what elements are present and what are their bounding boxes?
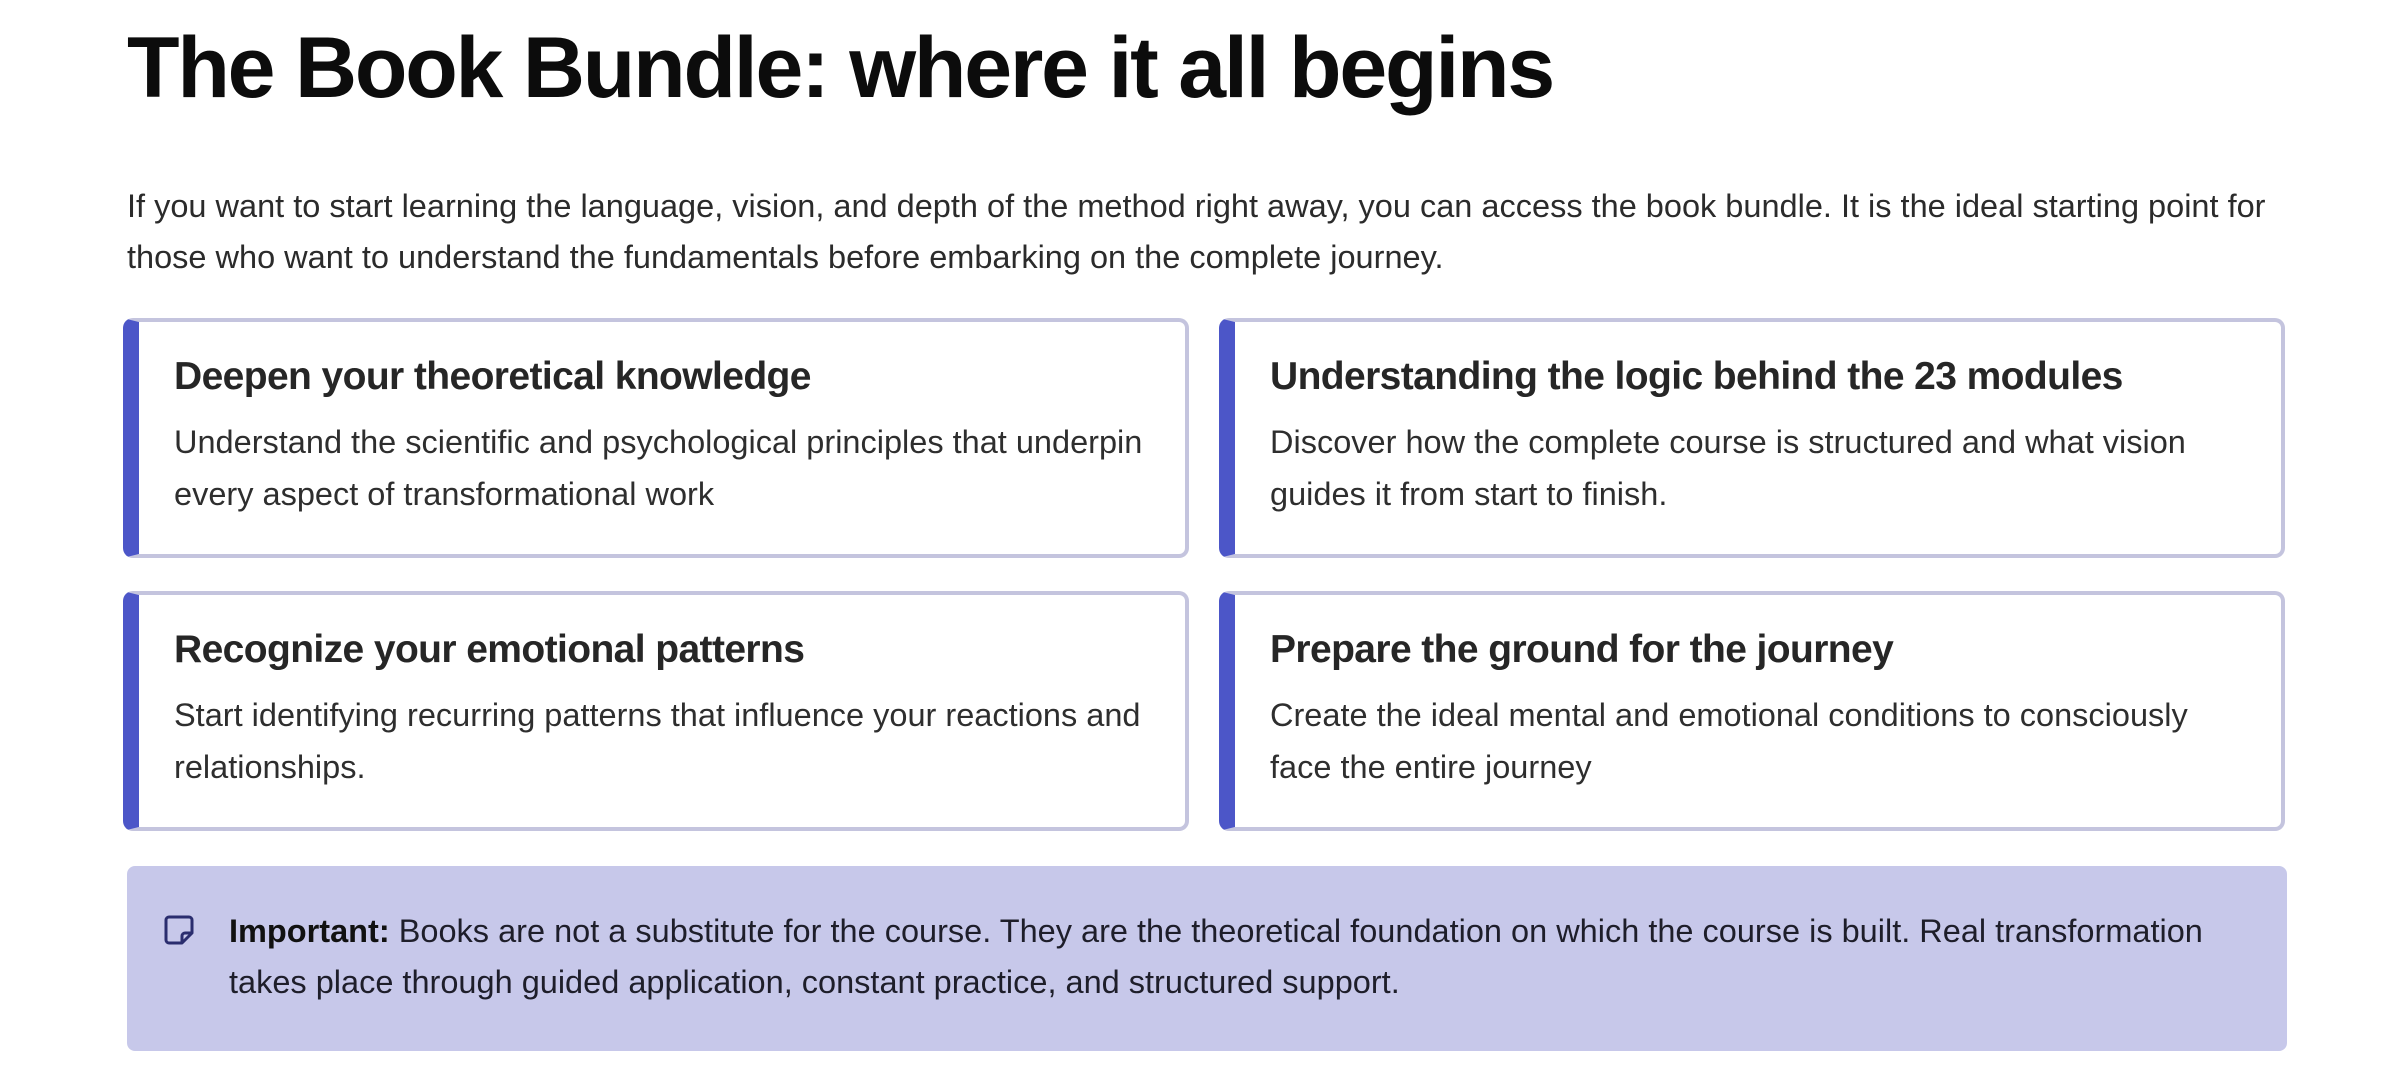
card-description: Discover how the complete course is stru… — [1270, 424, 2186, 512]
benefit-card-module-logic: Understanding the logic behind the 23 mo… — [1219, 318, 2285, 558]
page-title: The Book Bundle: where it all begins — [127, 20, 1555, 116]
card-title: Recognize your emotional patterns — [174, 628, 805, 671]
benefit-card-emotional-patterns: Recognize your emotional patterns Start … — [123, 591, 1189, 831]
intro-paragraph: If you want to start learning the langua… — [127, 188, 2266, 275]
card-title: Understanding the logic behind the 23 mo… — [1270, 355, 2123, 398]
note-body: Books are not a substitute for the cours… — [229, 913, 2203, 1000]
benefit-card-prepare-ground: Prepare the ground for the journey Creat… — [1219, 591, 2285, 831]
card-description: Start identifying recurring patterns tha… — [174, 697, 1141, 785]
card-description: Create the ideal mental and emotional co… — [1270, 697, 2188, 785]
card-description: Understand the scientific and psychologi… — [174, 424, 1143, 512]
note-text: Important: Books are not a substitute fo… — [229, 906, 2227, 1008]
benefits-grid: Deepen your theoretical knowledge Unders… — [123, 318, 2289, 831]
benefit-card-theoretical-knowledge: Deepen your theoretical knowledge Unders… — [123, 318, 1189, 558]
card-title: Deepen your theoretical knowledge — [174, 355, 811, 398]
note-label: Important: — [229, 913, 390, 949]
important-note-callout: Important: Books are not a substitute fo… — [127, 866, 2287, 1051]
card-title: Prepare the ground for the journey — [1270, 628, 1894, 671]
sticky-note-icon — [163, 914, 195, 946]
